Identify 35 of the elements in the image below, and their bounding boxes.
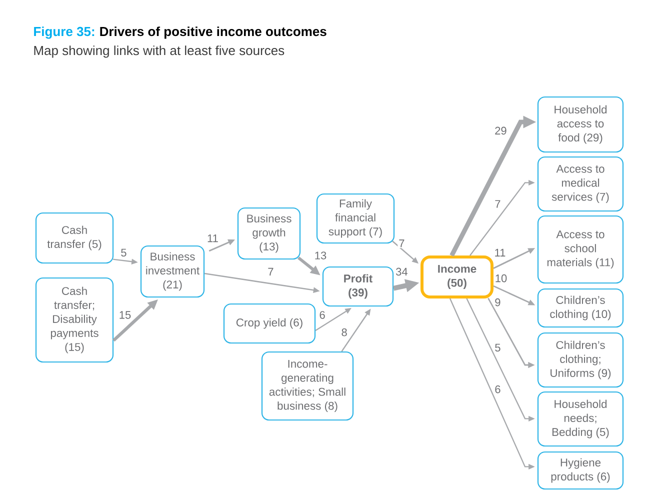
edge-label: 7 bbox=[266, 266, 275, 276]
text-box: Access to school materials (11) bbox=[537, 215, 624, 284]
figure-number: Figure 35: bbox=[34, 26, 94, 39]
text-box: Household needs; Bedding (5) bbox=[537, 391, 624, 447]
edge-label: 9 bbox=[494, 297, 502, 308]
edge-label: 29 bbox=[494, 126, 508, 136]
text-box: Family financial support (7) bbox=[316, 193, 395, 244]
edge-label: 10 bbox=[494, 273, 508, 284]
text-box: Children’s clothing (10) bbox=[537, 288, 624, 328]
highlighted-box: Income (50) bbox=[420, 256, 494, 298]
text-box: Hygiene products (6) bbox=[537, 451, 624, 490]
edge-label: 5 bbox=[120, 248, 128, 258]
edge-label: 5 bbox=[494, 342, 502, 353]
subtitle: Map showing links with at least five sources bbox=[34, 46, 284, 58]
text-box: Cash transfer (5) bbox=[35, 212, 114, 264]
text-box: Household access to food (29) bbox=[537, 96, 624, 153]
edge-label: 6 bbox=[494, 384, 502, 394]
edge-label: 15 bbox=[118, 310, 132, 320]
text-box: Access to medical services (7) bbox=[537, 156, 624, 212]
edge-label: 7 bbox=[398, 238, 406, 248]
edge-label: 8 bbox=[340, 327, 348, 338]
text-box: Children’s clothing; Uniforms (9) bbox=[537, 332, 624, 388]
text-box: Cash transfer; Disability payments (15) bbox=[35, 277, 114, 363]
edge-label: 13 bbox=[313, 250, 328, 260]
edge-label: 6 bbox=[318, 310, 326, 320]
edge-label: 11 bbox=[206, 234, 220, 244]
edge-label: 7 bbox=[494, 199, 502, 209]
text-box: Crop yield (6) bbox=[223, 303, 316, 344]
edge-label: 11 bbox=[493, 248, 507, 258]
figure-title: Drivers of positive income outcomes bbox=[100, 26, 326, 39]
text-box: Business investment (21) bbox=[140, 245, 205, 298]
edge-label: 34 bbox=[394, 266, 409, 277]
text-box: Income-generating activities; Small business (8) bbox=[261, 351, 354, 421]
text-box: Profit (39) bbox=[322, 266, 394, 307]
text-box: Business growth (13) bbox=[237, 207, 301, 260]
